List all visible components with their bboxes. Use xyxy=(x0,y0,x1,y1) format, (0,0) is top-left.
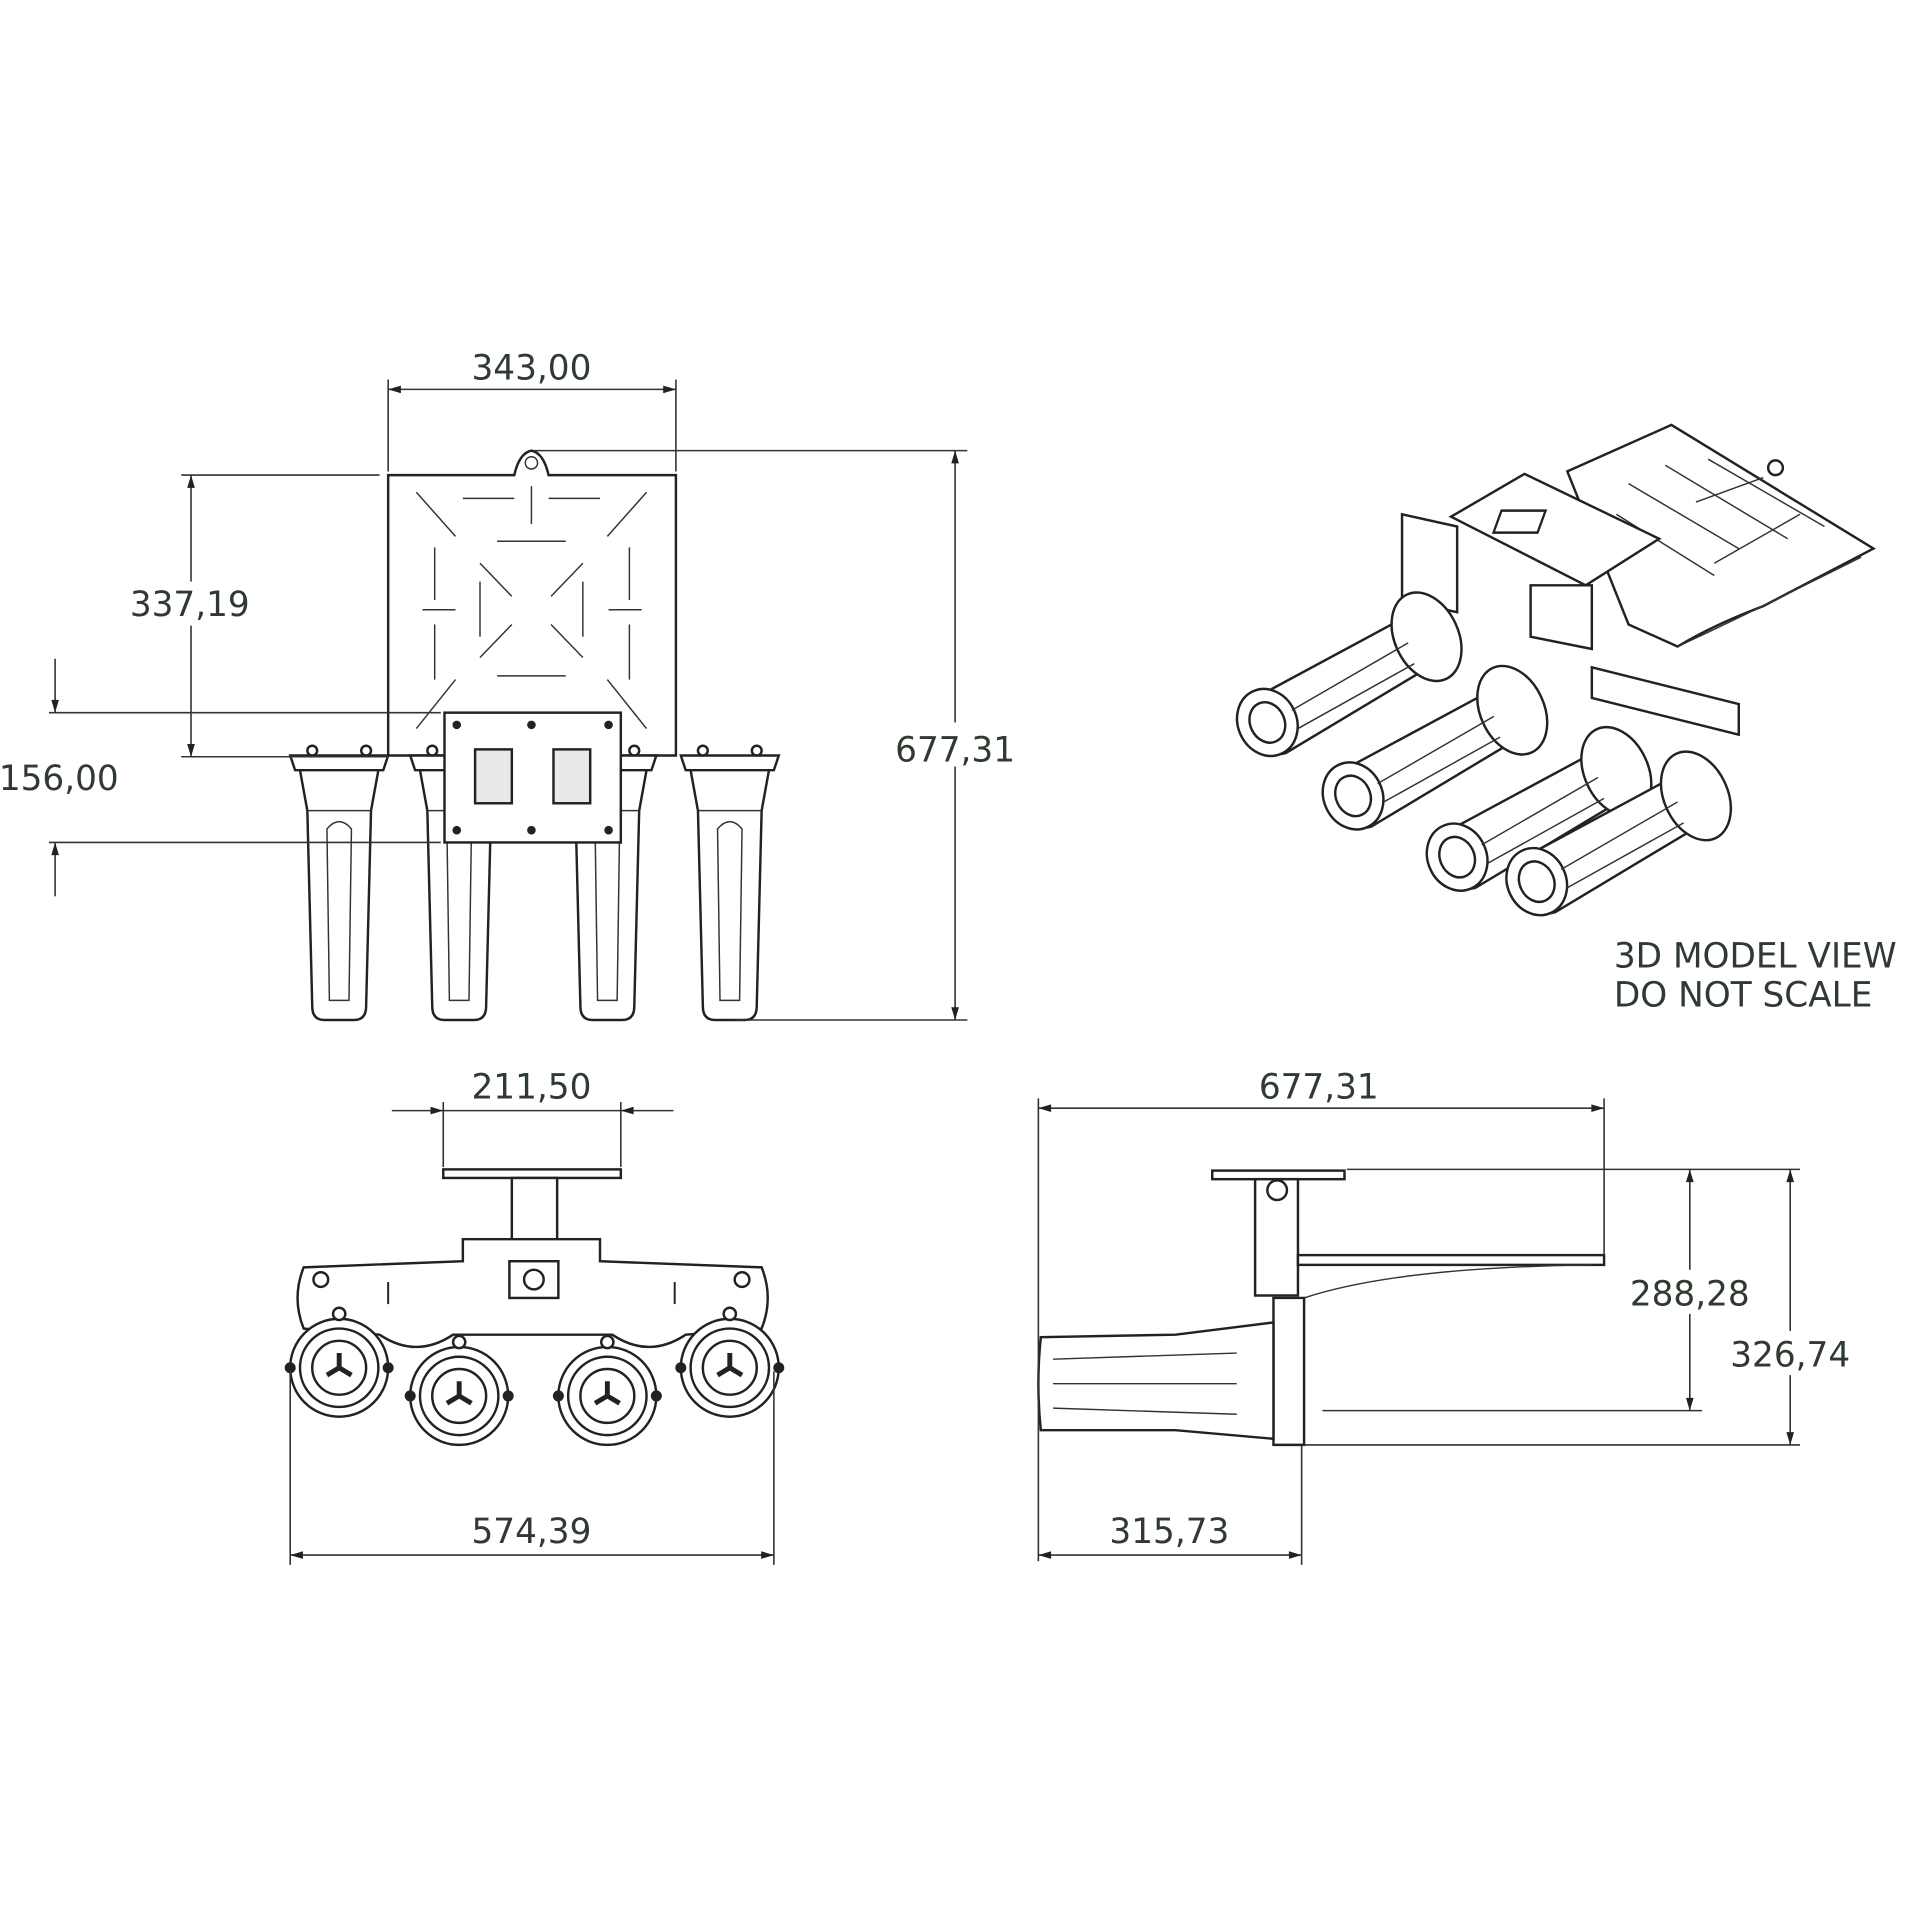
front-view: 343,00 677,31 337,19 156,00 xyxy=(0,349,1017,1022)
dimension-337: 337,19 xyxy=(128,474,389,758)
dimension-211: 211,50 xyxy=(391,1067,674,1167)
plate-slots xyxy=(415,486,648,730)
svg-text:337,19: 337,19 xyxy=(130,585,250,625)
mounting-plate xyxy=(386,449,678,757)
svg-text:211,50: 211,50 xyxy=(471,1067,591,1107)
dimension-677-vertical: 677,31 xyxy=(533,449,1017,1021)
iso-view: 3D MODEL VIEW DO NOT SCALE xyxy=(1224,423,1897,1016)
svg-text:315,73: 315,73 xyxy=(1109,1512,1229,1552)
svg-text:156,00: 156,00 xyxy=(0,759,119,799)
dimension-574: 574,39 xyxy=(289,1371,775,1565)
iso-label-line1: 3D MODEL VIEW xyxy=(1614,936,1897,976)
svg-text:326,74: 326,74 xyxy=(1730,1336,1850,1376)
dimension-343: 343,00 xyxy=(387,349,677,472)
bracket-plate xyxy=(443,711,623,844)
svg-text:343,00: 343,00 xyxy=(471,349,591,389)
svg-text:288,28: 288,28 xyxy=(1630,1274,1750,1314)
dimension-315: 315,73 xyxy=(1038,1444,1303,1565)
dimension-677-horizontal: 677,31 xyxy=(1037,1067,1605,1562)
svg-text:574,39: 574,39 xyxy=(471,1512,591,1552)
iso-label-line2: DO NOT SCALE xyxy=(1614,976,1873,1016)
dimension-156: 156,00 xyxy=(0,658,441,897)
tube-side xyxy=(1037,1321,1275,1441)
side-view: 677,31 288,28 326,74 315,73 xyxy=(1037,1067,1852,1565)
svg-text:677,31: 677,31 xyxy=(895,731,1015,771)
svg-text:677,31: 677,31 xyxy=(1259,1067,1379,1107)
dimension-326: 326,74 xyxy=(1304,1169,1852,1446)
top-view: 211,50 574,39 xyxy=(285,1067,783,1565)
dimension-288: 288,28 xyxy=(1322,1168,1800,1412)
